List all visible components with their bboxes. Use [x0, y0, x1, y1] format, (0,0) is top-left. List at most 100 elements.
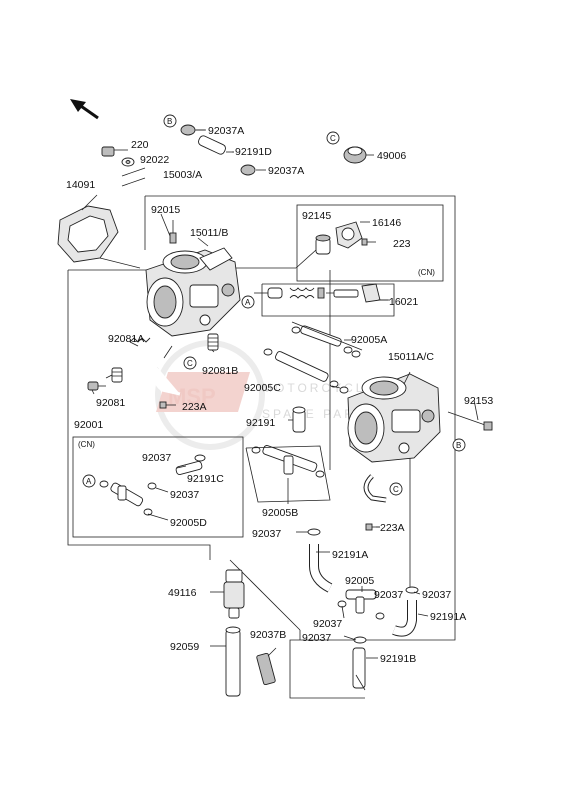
- pipe-92005a: [291, 321, 363, 358]
- label-92037b: 92037B: [250, 629, 286, 641]
- leader-lines: [81, 129, 479, 659]
- spring-92081a: [129, 337, 151, 343]
- label-92037a-mid: 92037A: [268, 165, 304, 177]
- ref-circle-c-top: C: [326, 131, 340, 145]
- label-92037-cn1: 92037: [142, 452, 171, 464]
- label-92037-cn2: 92037: [170, 489, 199, 501]
- watermark-line2: SPARE PARTS: [262, 407, 377, 421]
- spring-92081b: [207, 333, 219, 351]
- cn-inset-box-upper: (CN): [296, 204, 444, 282]
- label-92037a-top: 92037A: [208, 125, 244, 137]
- ref-circle-b-right: B: [452, 438, 466, 452]
- cn-clip-92037-a: [194, 454, 206, 462]
- label-92005a: 92005A: [351, 334, 387, 346]
- screw-223: [361, 238, 376, 246]
- pipe-92005c: [263, 348, 349, 394]
- label-223a-left: 223A: [182, 401, 207, 413]
- ref-circle-c-left: C: [183, 356, 197, 370]
- label-92081a: 92081A: [108, 333, 144, 345]
- hose-c-left: [153, 345, 181, 396]
- screw-92001: [87, 381, 106, 391]
- screw-223a-left: [159, 401, 176, 409]
- svg-text:C: C: [393, 485, 399, 494]
- label-92022: 92022: [140, 154, 169, 166]
- hose-c-right: [363, 474, 387, 503]
- svg-text:C: C: [187, 359, 193, 368]
- carburetor-right-15011ac: [347, 373, 441, 463]
- watermark: MSP MOTORCYCLE SPARE PARTS: [155, 340, 377, 450]
- washer-92022: [121, 157, 135, 167]
- label-92005b: 92005B: [262, 507, 298, 519]
- bolt-92153: [447, 411, 493, 431]
- label-49006: 49006: [377, 150, 406, 162]
- label-92037-lo1: 92037: [313, 618, 342, 630]
- label-14091: 14091: [66, 179, 95, 191]
- part-labels: 92037A 92191D 92037A 220 92022 49006 140…: [66, 125, 493, 665]
- cn-tag-upper: (CN): [418, 268, 435, 277]
- cn-clip-92037-b: [147, 482, 157, 490]
- label-16021: 16021: [389, 296, 418, 308]
- screw-220: [101, 146, 128, 157]
- ref-circle-b-top: B: [163, 114, 177, 128]
- leader-220: [121, 167, 146, 177]
- label-92005: 92005: [345, 575, 374, 587]
- hose-92191a-r: [392, 600, 417, 637]
- label-92037-r: 92037: [422, 589, 451, 601]
- cn-tag-lower: (CN): [78, 440, 95, 449]
- valve-kit-16021: [254, 283, 390, 303]
- label-92145: 92145: [302, 210, 331, 222]
- cn-pipe-92005d: [99, 480, 153, 516]
- clip-92037-lower-b: [375, 612, 385, 620]
- label-16146: 16146: [372, 217, 401, 229]
- label-92191a-mid: 92191A: [332, 549, 368, 561]
- hose-92191b: [352, 647, 366, 691]
- ref-circle-c-right: C: [389, 482, 403, 496]
- ref-circle-a-cn: A: [82, 474, 96, 488]
- label-92191b: 92191B: [380, 653, 416, 665]
- clip-92037-lower-c: [353, 636, 367, 644]
- label-15003a: 15003/A: [163, 169, 202, 181]
- leader-92022: [121, 177, 146, 187]
- holder-14091: [57, 205, 141, 269]
- label-92037-lo3: 92037: [374, 589, 403, 601]
- svg-text:A: A: [245, 298, 251, 307]
- tee-92005: [345, 589, 377, 614]
- label-92081: 92081: [96, 397, 125, 409]
- label-92191d: 92191D: [235, 146, 272, 158]
- clip-92037a-mid: [240, 164, 256, 176]
- label-92005c: 92005C: [244, 382, 281, 394]
- hose-92191d: [198, 135, 234, 155]
- label-223: 223: [393, 238, 411, 250]
- pipe-92005b: [245, 445, 331, 503]
- clip-92037b: [256, 652, 276, 686]
- label-92153: 92153: [464, 395, 493, 407]
- clip-92037-r: [405, 586, 419, 594]
- hose-92191: [292, 406, 306, 433]
- screw-92145: [315, 234, 331, 255]
- assembly-outline: [67, 195, 456, 699]
- label-223a-right: 223A: [380, 522, 405, 534]
- label-49116: 49116: [168, 587, 197, 599]
- label-92037-lo2: 92037: [302, 632, 331, 644]
- label-92191a-r: 92191A: [430, 611, 466, 623]
- bolt-92015: [169, 220, 177, 244]
- cap-49006: [343, 146, 367, 164]
- label-15011b: 15011/B: [190, 227, 228, 239]
- leader-cn-upper: [295, 249, 317, 269]
- kit-16021-frame: [261, 283, 395, 317]
- hose-92059: [225, 626, 241, 697]
- front-direction-arrow-icon: [70, 99, 99, 120]
- hose-92191a-mid: [309, 544, 333, 593]
- svg-text:B: B: [456, 441, 461, 450]
- label-220: 220: [131, 139, 149, 151]
- label-92191: 92191: [246, 417, 275, 429]
- label-92015: 92015: [151, 204, 180, 216]
- carburetor-left-15011b: [145, 247, 241, 337]
- ref-circle-a-body: A: [241, 295, 255, 309]
- label-92059: 92059: [170, 641, 199, 653]
- cn-hose-92191c: [175, 460, 203, 476]
- label-92005d: 92005D: [170, 517, 207, 529]
- filter-49116: [223, 569, 245, 619]
- sensor-16146: [335, 221, 363, 249]
- label-15011ac: 15011A/C: [388, 351, 434, 363]
